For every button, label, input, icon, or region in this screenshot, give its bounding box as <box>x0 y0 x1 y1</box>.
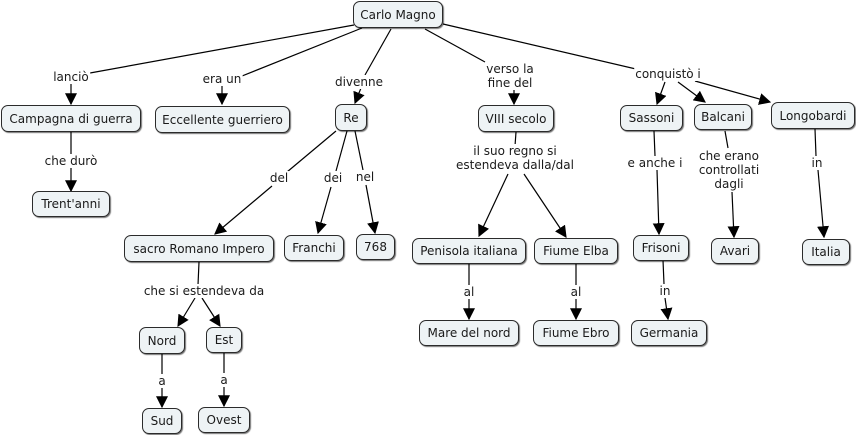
edge-sacro-chesi <box>197 261 200 286</box>
edge-suoregno-elba <box>523 173 567 238</box>
edge-re-dei <box>335 130 348 172</box>
edge-viii-suoregno <box>514 131 517 147</box>
edge-suoregno-penisola <box>478 173 509 238</box>
edge-longobardi-in <box>814 128 817 157</box>
link-label-a-ovest: a <box>219 373 229 387</box>
concept-avari[interactable]: Avari <box>711 238 759 264</box>
concept-sacro-romano-impero[interactable]: sacro Romano Impero <box>124 235 274 262</box>
edge-re-nel <box>354 130 364 171</box>
edge-divenne-re <box>353 87 365 105</box>
concept-franchi[interactable]: Franchi <box>284 235 344 261</box>
edge-conquisto-balcani <box>677 81 706 103</box>
concept-768[interactable]: 768 <box>356 234 395 260</box>
concept-mare-del-nord[interactable]: Mare del nord <box>419 320 519 346</box>
concept-carlo-magno[interactable]: Carlo Magno <box>353 1 443 28</box>
edge-in-germania <box>660 297 673 321</box>
concept-nord[interactable]: Nord <box>139 327 185 354</box>
link-label-divenne: divenne <box>333 75 385 89</box>
edge-sassoni-eanche <box>653 130 656 157</box>
link-label-che-si-estendeva-da: che si estendeva da <box>142 284 266 298</box>
edge-frisoni-in <box>662 259 665 285</box>
edge-carlo-eraun <box>236 27 363 79</box>
edge-dei-franchi <box>315 186 332 235</box>
link-label-nel: nel <box>354 170 376 184</box>
edge-chesi-nord <box>177 297 196 328</box>
concept-campagna-di-guerra[interactable]: Campagna di guerra <box>1 105 141 132</box>
edge-balcani-controllati <box>724 130 729 149</box>
concept-italia[interactable]: Italia <box>802 239 850 265</box>
link-label-in-italia: in <box>810 156 824 170</box>
link-label-era-un: era un <box>201 72 243 86</box>
edge-conquisto-sassoni <box>655 81 667 106</box>
link-label-e-anche-i: e anche i <box>626 156 684 170</box>
link-label-al-mare: al <box>462 285 476 299</box>
link-label-suo-regno: il suo regno si estendeva dalla/dal <box>455 144 575 172</box>
link-label-dei: dei <box>322 171 344 185</box>
edge-re-del <box>286 130 337 173</box>
link-label-controllati-dagli: che erano controllati dagli <box>697 149 761 191</box>
concept-ovest[interactable]: Ovest <box>198 407 250 433</box>
edge-nel-768 <box>365 184 379 235</box>
edge-eanche-frisoni <box>652 169 665 236</box>
concept-longobardi[interactable]: Longobardi <box>771 102 855 129</box>
link-label-che-duro: che durò <box>43 154 99 168</box>
link-label-al-ebro: al <box>569 285 583 299</box>
link-label-del: del <box>268 171 290 185</box>
edge-carlo-verso <box>424 28 486 63</box>
concept-fiume-ebro[interactable]: Fiume Ebro <box>533 320 619 346</box>
edge-conquisto-longobardi <box>694 80 772 105</box>
link-label-a-sud: a <box>157 374 167 388</box>
link-label-verso-la-fine-del: verso la fine del <box>485 62 535 90</box>
edge-in-italia <box>817 169 830 239</box>
edge-del-sacro <box>214 185 273 235</box>
concept-fiume-elba[interactable]: Fiume Elba <box>534 238 618 264</box>
edge-controllati-avari <box>727 191 740 239</box>
edge-carlo-lancio <box>89 24 355 74</box>
concept-penisola-italiana[interactable]: Penisola italiana <box>412 238 526 264</box>
concept-sassoni[interactable]: Sassoni <box>620 105 683 131</box>
link-label-lancio: lanciò <box>52 70 90 84</box>
concept-balcani[interactable]: Balcani <box>694 104 752 130</box>
concept-frisoni[interactable]: Frisoni <box>633 235 689 261</box>
edge-carlo-divenne <box>364 28 392 76</box>
edge-chesi-est <box>201 297 221 328</box>
concept-re[interactable]: Re <box>335 104 367 131</box>
concept-germania[interactable]: Germania <box>631 320 707 346</box>
concept-sud[interactable]: Sud <box>142 408 182 434</box>
concept-trent-anni[interactable]: Trent'anni <box>32 191 110 217</box>
edge-carlo-conquisto <box>442 23 637 70</box>
concept-eccellente-guerriero[interactable]: Eccellente guerriero <box>155 106 290 133</box>
link-label-in-germania: in <box>658 284 672 298</box>
concept-viii-secolo[interactable]: VIII secolo <box>478 105 554 132</box>
concept-est[interactable]: Est <box>206 327 242 353</box>
link-label-conquisto: conquistò i <box>634 67 702 81</box>
